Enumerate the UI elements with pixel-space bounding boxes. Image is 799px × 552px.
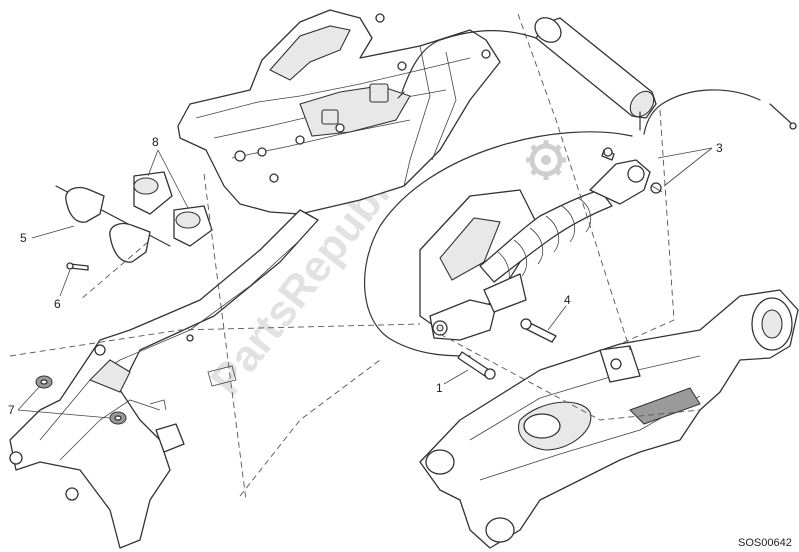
callout-4: 4 bbox=[564, 293, 571, 307]
callout-7: 7 bbox=[8, 403, 15, 417]
callout-8: 8 bbox=[152, 135, 159, 149]
callout-labels: 1 3 4 5 6 7 8 SOS00642 bbox=[8, 135, 792, 549]
hardware bbox=[35, 147, 663, 425]
callout-6: 6 bbox=[54, 297, 61, 311]
gear-icon bbox=[526, 140, 566, 180]
diagram-code: SOS00642 bbox=[738, 537, 792, 549]
hose-clamp-and-bushings bbox=[55, 171, 213, 263]
callout-5: 5 bbox=[20, 231, 27, 245]
callout-leaders bbox=[17, 147, 713, 419]
alignment-lines bbox=[9, 13, 701, 501]
rear-frame bbox=[9, 209, 319, 549]
rear-subframe bbox=[177, 9, 501, 215]
callout-3: 3 bbox=[716, 141, 723, 155]
rear-shock-absorber bbox=[363, 131, 651, 357]
callout-1: 1 bbox=[436, 381, 443, 395]
shock-reservoir bbox=[397, 17, 797, 135]
